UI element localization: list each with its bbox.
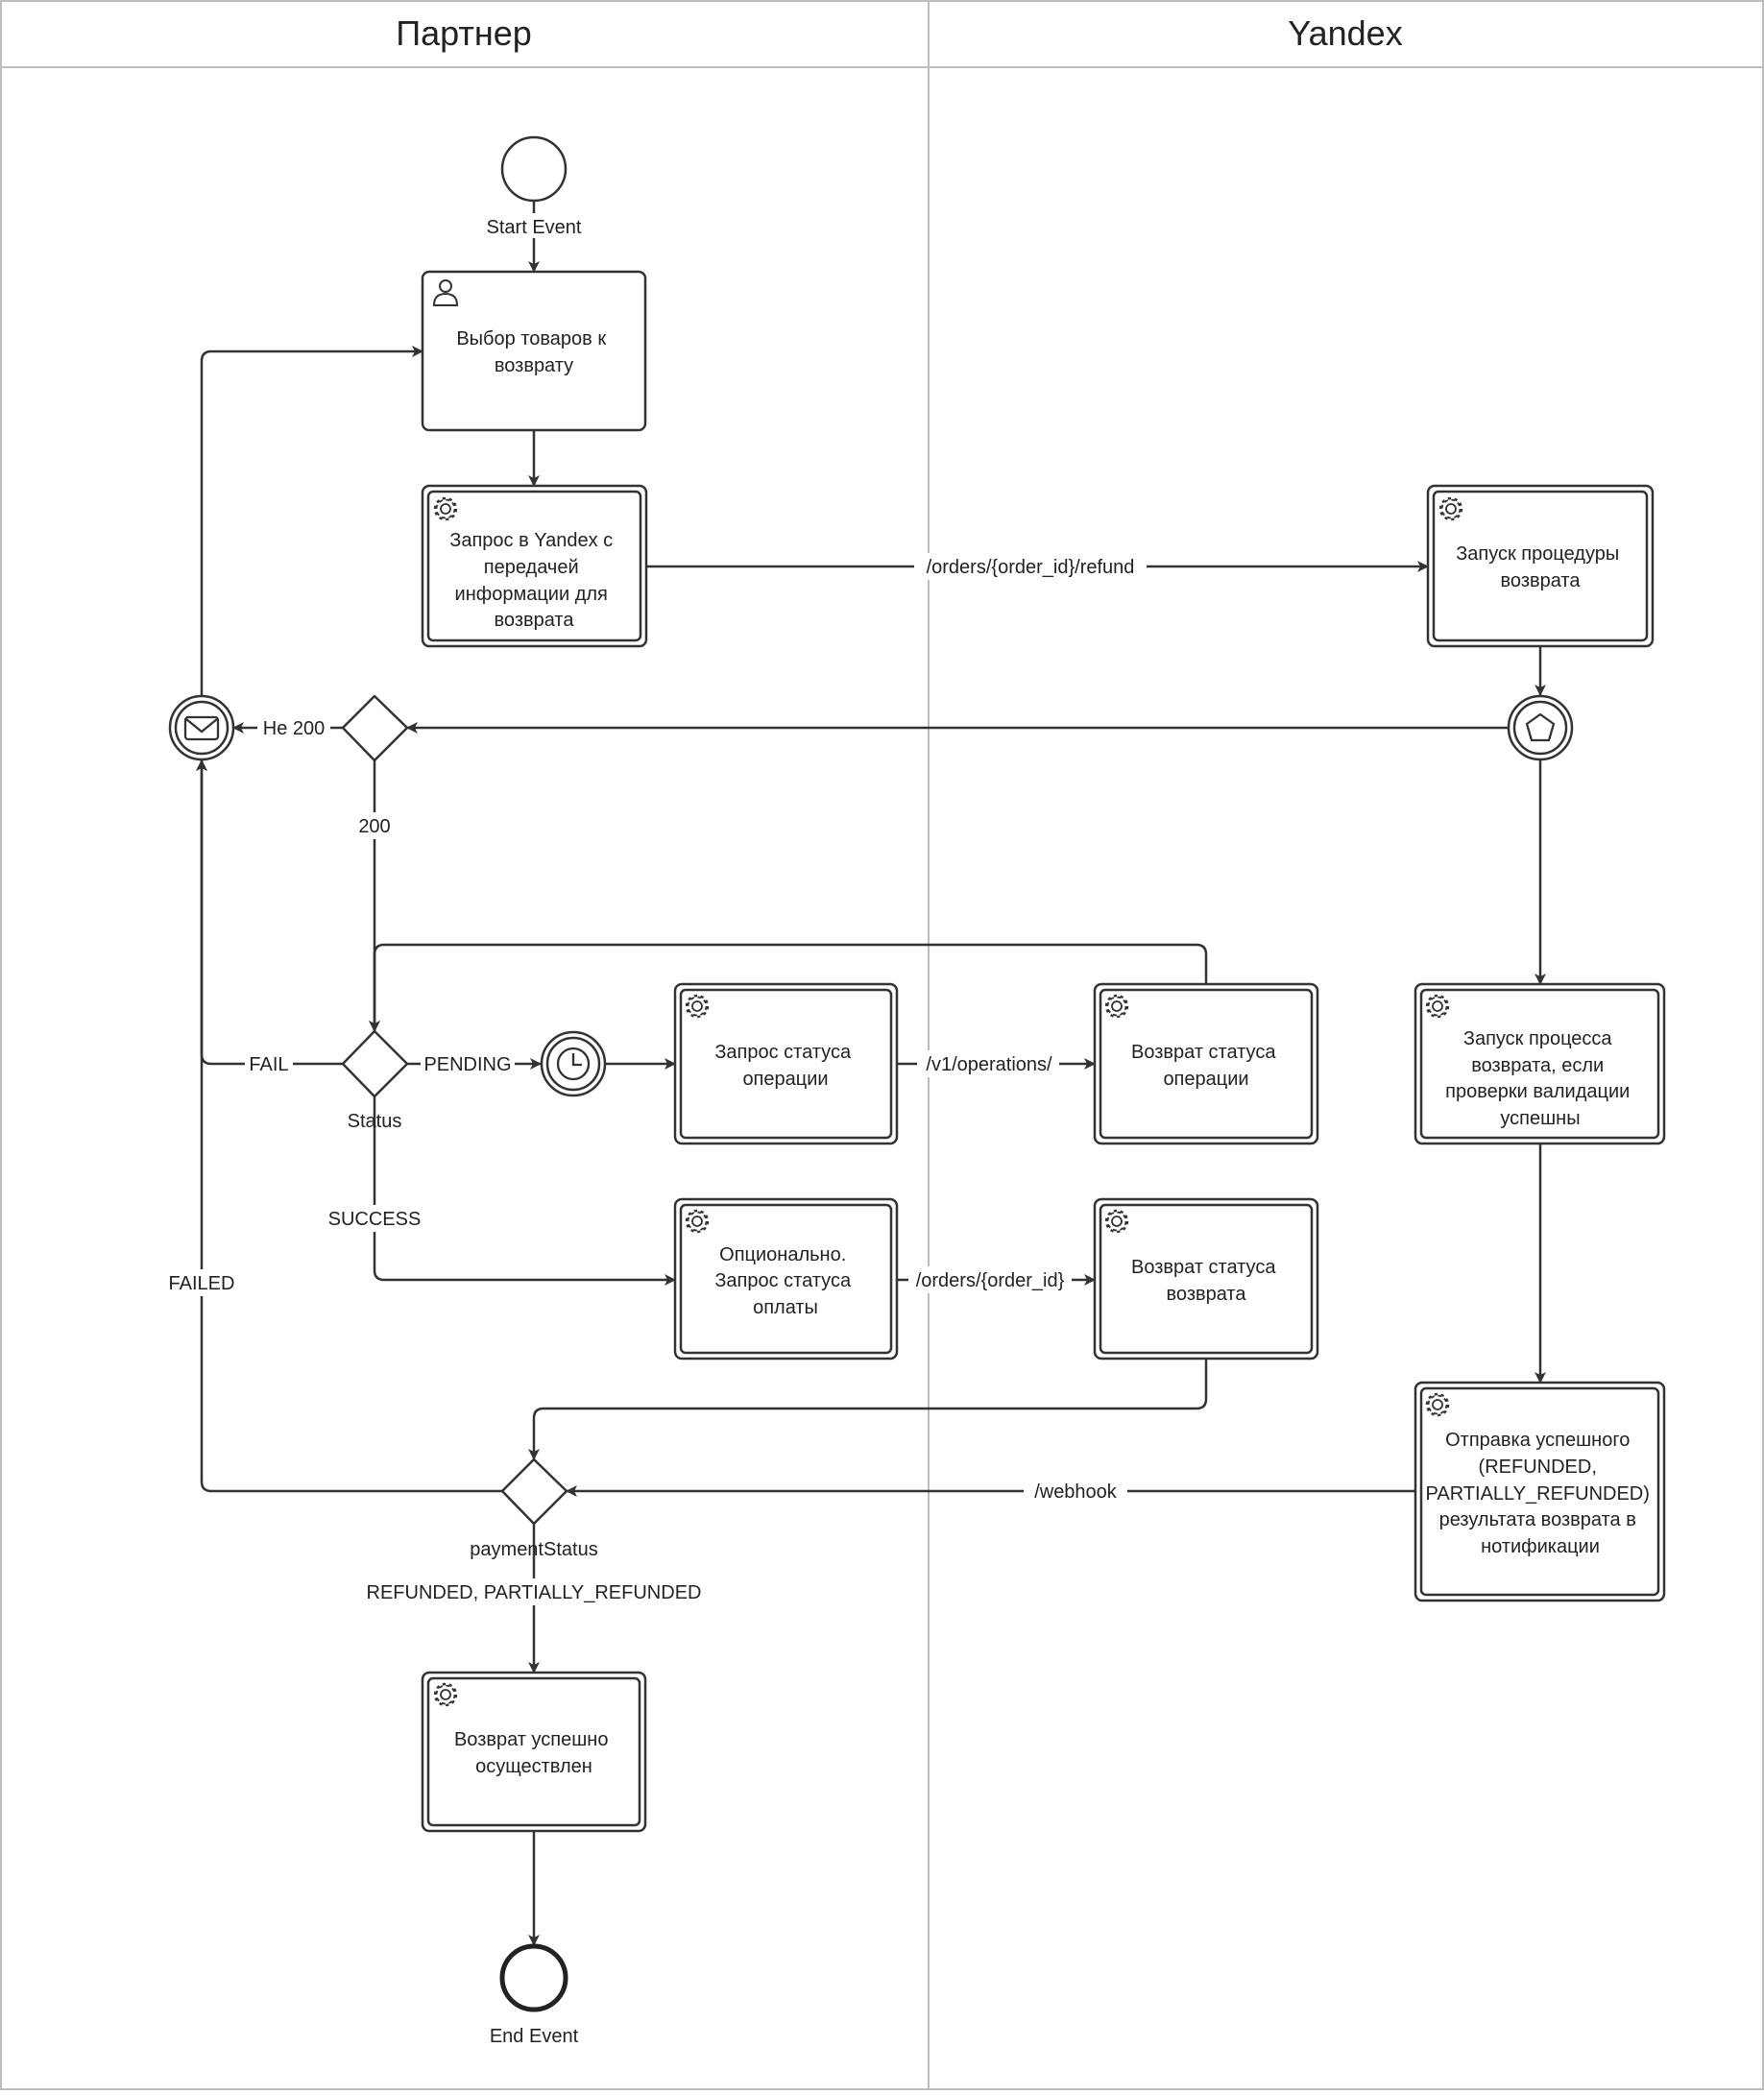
gateway-payment-status[interactable] — [500, 1457, 568, 1526]
svg-text:Возврат статуса операции: Возврат статуса операции — [1131, 1042, 1281, 1090]
task-send-success-result-line: PARTIALLY_REFUNDED) — [1426, 1483, 1650, 1505]
label-refund-endpoint: /orders/{order_id}/refund — [927, 557, 1135, 578]
svg-text:Запрос в Yandex с переда: Запрос в Yandex с передачей информации д… — [449, 530, 617, 631]
task-optional-payment-status-line: оплаты — [753, 1297, 818, 1318]
task-refund-done-line: осуществлен — [475, 1756, 592, 1777]
task-send-success-result-line: результата возврата в — [1439, 1509, 1636, 1530]
task-send-success-result-line: Отправка успешного — [1445, 1430, 1630, 1451]
task-start-refund-procedure-line: Запуск процедуры — [1456, 543, 1619, 565]
flow-failed — [196, 759, 502, 1493]
start-event-label: Start Event — [487, 217, 582, 238]
task-start-refund-procedure[interactable]: Запуск процедуры возврата — [1426, 484, 1655, 648]
task-request-yandex-line: передачей — [484, 557, 579, 578]
task-refund-done[interactable]: Возврат успешно осуществлен — [421, 1671, 647, 1833]
task-optional-payment-status[interactable]: Опционально. Запрос статуса оплаты — [673, 1197, 899, 1361]
task-request-yandex-line: возврата — [495, 610, 575, 631]
task-select-items[interactable]: Выбор товаров к возврату — [421, 270, 647, 432]
flow-status-loop — [369, 943, 1208, 1032]
task-start-refund-procedure-line: возврата — [1501, 570, 1582, 591]
label-failed: FAILED — [169, 1273, 235, 1294]
end-event[interactable] — [499, 1943, 568, 2012]
label-webhook: /webhook — [1034, 1481, 1118, 1503]
svg-text:Возврат успешно осуществ: Возврат успешно осуществлен — [454, 1729, 614, 1777]
task-send-success-result[interactable]: Отправка успешного (REFUNDED, PARTIALLY_… — [1414, 1381, 1666, 1602]
task-request-yandex-line: Запрос в Yandex с — [449, 530, 613, 551]
task-return-refund-status-line: возврата — [1167, 1284, 1247, 1305]
flow-labels: /orders/{order_id}/refund Не 200 200 FAI… — [165, 553, 1147, 1605]
user-icon — [432, 279, 459, 306]
label-not-200: Не 200 — [263, 718, 326, 739]
task-request-yandex[interactable]: Запрос в Yandex с передачей информации д… — [421, 484, 648, 648]
task-request-op-status-line: операции — [742, 1069, 828, 1090]
flow-success — [373, 1096, 676, 1286]
gateway-payment-status-label: paymentStatus — [470, 1539, 597, 1560]
label-refunded-values: REFUNDED, PARTIALLY_REFUNDED — [367, 1582, 702, 1603]
lane-title-partner: Партнер — [396, 13, 532, 53]
svg-text:Запрос статуса операции: Запрос статуса операции — [714, 1042, 856, 1090]
task-select-items-line: возврату — [495, 355, 573, 376]
task-request-op-status[interactable]: Запрос статуса операции — [673, 982, 899, 1145]
task-send-success-result-line: (REFUNDED, — [1479, 1457, 1597, 1478]
svg-text:Запуск процедуры возврат: Запуск процедуры возврата — [1456, 543, 1625, 591]
end-event-label: End Event — [490, 2026, 579, 2047]
start-event[interactable] — [500, 135, 568, 203]
gateway-response-check[interactable] — [341, 694, 409, 762]
task-return-refund-status[interactable]: Возврат статуса возврата — [1093, 1197, 1319, 1361]
svg-text:Отправка успешного (REFU: Отправка успешного (REFUNDED, PARTIALLY_… — [1426, 1430, 1655, 1557]
label-operations-endpoint: /v1/operations/ — [926, 1054, 1052, 1075]
task-request-op-status-line: Запрос статуса — [714, 1042, 852, 1063]
label-pending: PENDING — [423, 1054, 511, 1075]
svg-text:Выбор товаров к возврату: Выбор товаров к возврату — [456, 328, 611, 376]
task-optional-payment-status-line: Запрос статуса — [714, 1270, 852, 1291]
svg-text:Опционально. Запрос стат: Опционально. Запрос статуса оплаты — [714, 1244, 856, 1318]
task-refund-done-line: Возврат успешно — [454, 1729, 609, 1750]
label-success: SUCCESS — [328, 1209, 422, 1230]
envelope-icon — [183, 715, 220, 741]
task-start-refund-process-line: проверки валидации — [1445, 1081, 1630, 1102]
task-send-success-result-line: нотификации — [1481, 1536, 1600, 1557]
label-fail: FAIL — [249, 1054, 288, 1075]
task-return-op-status-line: Возврат статуса — [1131, 1042, 1276, 1063]
task-start-refund-process-line: успешны — [1500, 1108, 1580, 1129]
label-order-endpoint: /orders/{order_id} — [916, 1270, 1065, 1291]
multiple-event[interactable] — [1507, 694, 1574, 761]
task-start-refund-process-line: возврата, если — [1471, 1055, 1604, 1076]
task-start-refund-process[interactable]: Запуск процесса возврата, если проверки … — [1414, 982, 1666, 1145]
task-return-op-status-line: операции — [1163, 1069, 1248, 1090]
task-return-refund-status-line: Возврат статуса — [1131, 1257, 1276, 1278]
task-start-refund-process-line: Запуск процесса — [1463, 1028, 1613, 1049]
flow-retry-to-select — [200, 346, 423, 696]
svg-text:Возврат статуса возврата: Возврат статуса возврата — [1131, 1257, 1281, 1305]
sequence-flows — [196, 202, 1546, 1946]
pentagon-icon — [1525, 712, 1556, 742]
label-200: 200 — [358, 816, 390, 837]
gateway-status[interactable] — [341, 1029, 409, 1098]
svg-text:Запуск процесса возврата: Запуск процесса возврата, если проверки … — [1445, 1028, 1635, 1129]
lane-title-yandex: Yandex — [1288, 13, 1402, 53]
gateway-status-label: Status — [348, 1111, 402, 1132]
flow-fail — [196, 759, 343, 1066]
task-request-yandex-line: информации для — [455, 584, 608, 605]
task-return-op-status[interactable]: Возврат статуса операции — [1093, 982, 1319, 1145]
message-event[interactable] — [168, 694, 235, 761]
clock-icon — [556, 1047, 591, 1081]
task-optional-payment-status-line: Опционально. — [719, 1244, 846, 1265]
task-select-items-line: Выбор товаров к — [456, 328, 606, 349]
flow-refund-status-to-gateway — [528, 1359, 1208, 1460]
timer-event[interactable] — [540, 1030, 607, 1097]
